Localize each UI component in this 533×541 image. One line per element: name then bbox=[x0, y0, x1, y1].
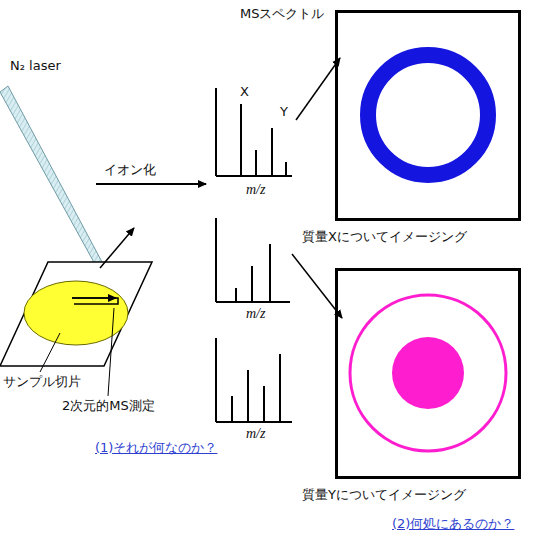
question-link: (2)何処にあるのか？ bbox=[392, 516, 514, 532]
image-caption: 質量Xについてイメージング bbox=[302, 229, 467, 245]
sample-plate bbox=[0, 262, 152, 366]
peak-label: X bbox=[240, 84, 249, 100]
ms-spectrum bbox=[216, 218, 290, 302]
leader-line bbox=[108, 308, 114, 396]
scan-arrow bbox=[72, 297, 116, 299]
mapping-arrow bbox=[296, 58, 340, 120]
ring-distribution bbox=[368, 55, 488, 175]
part-label: 2次元的MS測定 bbox=[62, 398, 155, 414]
section-title: MSスペクトル bbox=[240, 6, 324, 22]
question-link: (1)それが何なのか？ bbox=[95, 440, 217, 456]
ring-distribution bbox=[350, 295, 506, 451]
ionization-arrow bbox=[96, 183, 206, 185]
laser-label: N₂ laser bbox=[10, 58, 61, 74]
part-label: サンプル切片 bbox=[3, 374, 81, 390]
image-frame: 質量Yについてイメージング bbox=[335, 268, 521, 479]
axis-label: m/z bbox=[246, 182, 265, 199]
scan-path bbox=[72, 298, 118, 304]
leader-line bbox=[40, 333, 60, 372]
process-label: イオン化 bbox=[104, 162, 156, 178]
ms-spectrum bbox=[216, 338, 292, 422]
laser-beam bbox=[0, 86, 102, 266]
image-caption: 質量Yについてイメージング bbox=[302, 487, 466, 503]
axis-label: m/z bbox=[246, 306, 265, 323]
ion-arrow bbox=[100, 228, 134, 268]
image-frame: 質量Xについてイメージング bbox=[335, 10, 521, 221]
axis-label: m/z bbox=[246, 426, 265, 443]
ms-spectrum bbox=[216, 88, 292, 176]
peak-label: Y bbox=[280, 104, 288, 120]
core-distribution bbox=[392, 337, 464, 409]
